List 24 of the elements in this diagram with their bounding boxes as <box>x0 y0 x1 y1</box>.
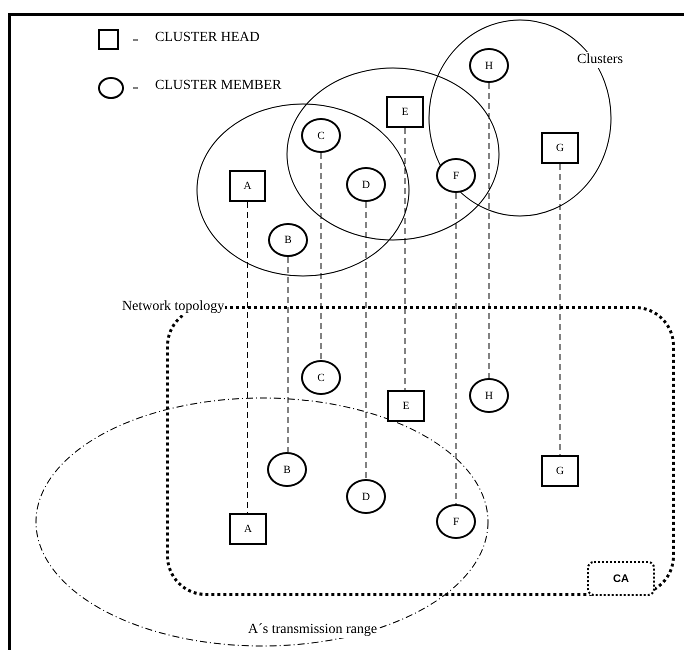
cluster-member-node: B <box>267 452 307 487</box>
cluster-member-node: F <box>436 504 476 539</box>
cluster-member-node: D <box>346 167 386 202</box>
connector-line <box>488 82 490 378</box>
connector-line <box>404 128 406 390</box>
ca-node: CA <box>587 561 655 596</box>
connector-line <box>320 152 322 360</box>
cluster-member-node: F <box>436 158 476 193</box>
cluster-member-node: C <box>301 360 341 395</box>
cluster-member-node: H <box>469 48 509 83</box>
cluster-member-node: H <box>469 378 509 413</box>
cluster-head-node: G <box>541 455 579 487</box>
diagram-label: A´s transmission range <box>248 622 378 638</box>
region-heading: Network topology <box>121 299 226 315</box>
cluster-head-node: E <box>386 96 424 128</box>
connector-line <box>247 202 248 514</box>
cluster-head-node: A <box>229 513 267 545</box>
cluster-member-node: B <box>268 223 308 257</box>
cluster-head-node: E <box>387 390 425 422</box>
diagram-label: Clusters <box>577 52 623 68</box>
cluster-head-node: A <box>229 170 266 202</box>
cluster-head-node: G <box>541 132 579 164</box>
cluster-member-node: C <box>301 118 341 153</box>
cluster-member-node: D <box>346 479 386 514</box>
